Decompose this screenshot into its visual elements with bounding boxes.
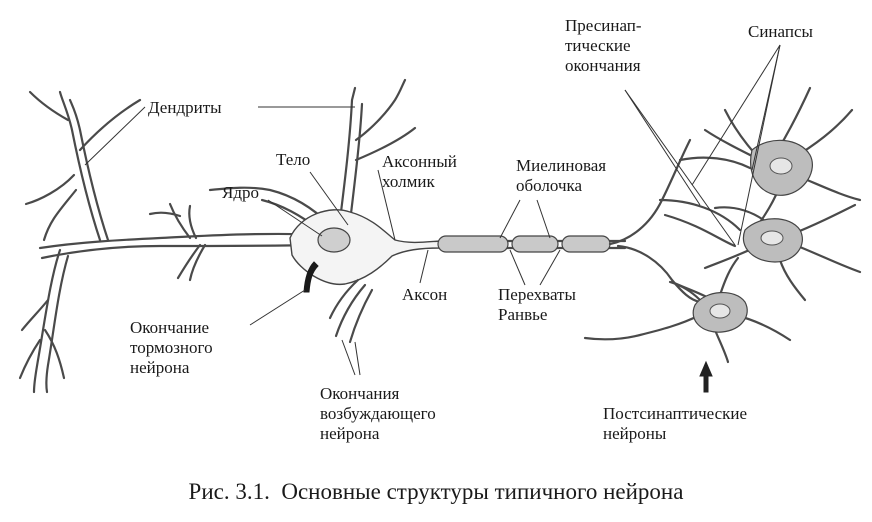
label-presynaptic-endings: Пресинап- тические окончания [565,16,642,75]
label-excitatory-endings: Окончания возбуждающего нейрона [320,384,436,443]
myelin-segment [511,235,559,253]
arrow-up-icon [699,360,713,393]
label-nodes-of-ranvier: Перехваты Ранвье [498,285,576,324]
excitatory-terminals [328,278,374,344]
myelin-segment [561,235,611,253]
dendrites [18,78,417,394]
label-dendrites: Дендриты [148,98,222,117]
postsynaptic-neuron [703,86,862,232]
label-inhibitory-ending: Окончание тормозного нейрона [130,318,213,377]
postsynaptic-neuron [583,256,792,364]
nucleus [317,227,351,253]
label-body: Тело [276,150,311,169]
label-axon-hillock: Аксонный холмик [382,152,457,191]
label-postsynaptic-neurons: Постсинаптические нейроны [603,404,748,443]
inhibitory-terminal [303,261,319,293]
label-synapses: Синапсы [748,22,813,41]
figure-caption: Рис. 3.1. Основные структуры типичного н… [188,479,684,504]
label-nucleus: Ядро [222,183,259,202]
label-myelin-sheath: Миелиновая оболочка [516,156,607,195]
leader-lines [84,44,781,376]
label-axon: Аксон [402,285,448,304]
postsynaptic-neuron [703,203,862,302]
axon [437,235,627,253]
myelin-segment [437,235,509,253]
axon-terminals [608,138,752,304]
